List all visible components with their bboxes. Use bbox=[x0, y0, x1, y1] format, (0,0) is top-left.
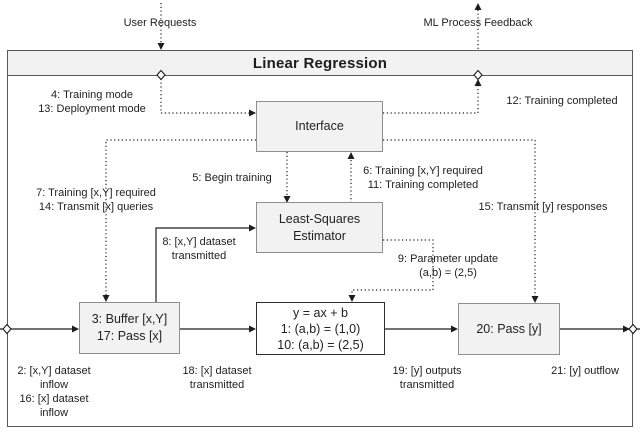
arrowhead-dataset-inflow-icon bbox=[72, 325, 79, 333]
node-estimator-line2: Estimator bbox=[293, 228, 346, 243]
node-interface-label: Interface bbox=[295, 119, 344, 133]
label-dataset-inflow: 2: [x,Y] dataset inflow 16: [x] dataset … bbox=[17, 365, 91, 419]
label-begin-training: 5: Begin training bbox=[192, 172, 272, 184]
label-parameter-update: 9: Parameter update (a,b) = (2,5) bbox=[397, 253, 499, 279]
arrowhead-y-transmitted-icon bbox=[451, 325, 458, 333]
label-x-dataset-transmitted: 18: [x] dataset transmitted bbox=[182, 365, 252, 391]
arrowhead-y-outflow-icon bbox=[623, 325, 630, 333]
node-least-squares-estimator: Least-Squares Estimator bbox=[256, 202, 383, 253]
arrowhead-training-required-right-icon bbox=[347, 152, 355, 159]
arrowhead-transmit-y-icon bbox=[531, 296, 539, 303]
node-buffer-line1: 3: Buffer [x,Y] bbox=[91, 312, 168, 326]
node-pass-y: 20: Pass [y] bbox=[458, 303, 560, 355]
arrowhead-mode-select-icon bbox=[249, 109, 256, 117]
arrowhead-training-required-left-icon bbox=[102, 295, 110, 302]
node-model-line2: 1: (a,b) = (1,0) bbox=[280, 321, 361, 336]
node-interface: Interface bbox=[256, 101, 383, 152]
edge-training-required-left bbox=[105, 139, 256, 296]
label-training-required-right: 6: Training [x,Y] required 11: Training … bbox=[363, 165, 483, 191]
arrowhead-ml-feedback-icon bbox=[474, 3, 482, 10]
label-ml-process-feedback: ML Process Feedback bbox=[423, 17, 533, 29]
arrowhead-training-completed-icon bbox=[474, 79, 482, 86]
arrowhead-parameter-update-icon bbox=[348, 295, 356, 302]
label-transmit-y-responses: 15: Transmit [y] responses bbox=[478, 201, 608, 213]
arrowhead-user-requests-icon bbox=[157, 43, 165, 50]
edge-xy-transmitted bbox=[155, 227, 250, 302]
edge-parameter-update bbox=[351, 239, 434, 296]
port-diamond-top-right-icon bbox=[473, 69, 483, 81]
edge-transmit-y bbox=[383, 139, 536, 297]
arrowhead-x-transmitted-icon bbox=[249, 325, 256, 333]
label-y-outputs-transmitted: 19: [y] outputs transmitted bbox=[392, 365, 462, 391]
frame-title-bar: Linear Regression bbox=[7, 50, 633, 76]
port-diamond-top-left-icon bbox=[156, 69, 166, 81]
port-diamond-left-icon bbox=[2, 323, 12, 335]
edge-mode-select bbox=[160, 75, 250, 114]
node-model-line1: y = ax + b bbox=[293, 305, 348, 320]
label-training-completed: 12: Training completed bbox=[506, 95, 618, 107]
node-pass-y-label: 20: Pass [y] bbox=[476, 321, 542, 336]
label-user-requests: User Requests bbox=[123, 17, 197, 29]
label-y-outflow: 21: [y] outflow bbox=[551, 365, 619, 377]
node-buffer-line2: 17: Pass [x] bbox=[96, 329, 163, 343]
arrowhead-xy-transmitted-icon bbox=[249, 224, 256, 232]
label-training-mode: 4: Training mode 13: Deployment mode bbox=[38, 89, 146, 115]
node-buffer: 3: Buffer [x,Y] 17: Pass [x] bbox=[79, 302, 180, 354]
port-diamond-right-icon bbox=[628, 323, 638, 335]
node-model-line3: 10: (a,b) = (2,5) bbox=[277, 337, 364, 352]
node-estimator-line1: Least-Squares bbox=[278, 211, 361, 226]
node-model-equation: y = ax + b 1: (a,b) = (1,0) 10: (a,b) = … bbox=[256, 302, 385, 355]
edge-training-completed bbox=[383, 85, 479, 114]
arrowhead-begin-training-icon bbox=[283, 196, 291, 203]
label-xy-dataset-transmitted: 8: [x,Y] dataset transmitted bbox=[162, 236, 236, 262]
label-training-required-left: 7: Training [x,Y] required 14: Transmit … bbox=[36, 187, 156, 213]
page-title: Linear Regression bbox=[252, 54, 388, 72]
